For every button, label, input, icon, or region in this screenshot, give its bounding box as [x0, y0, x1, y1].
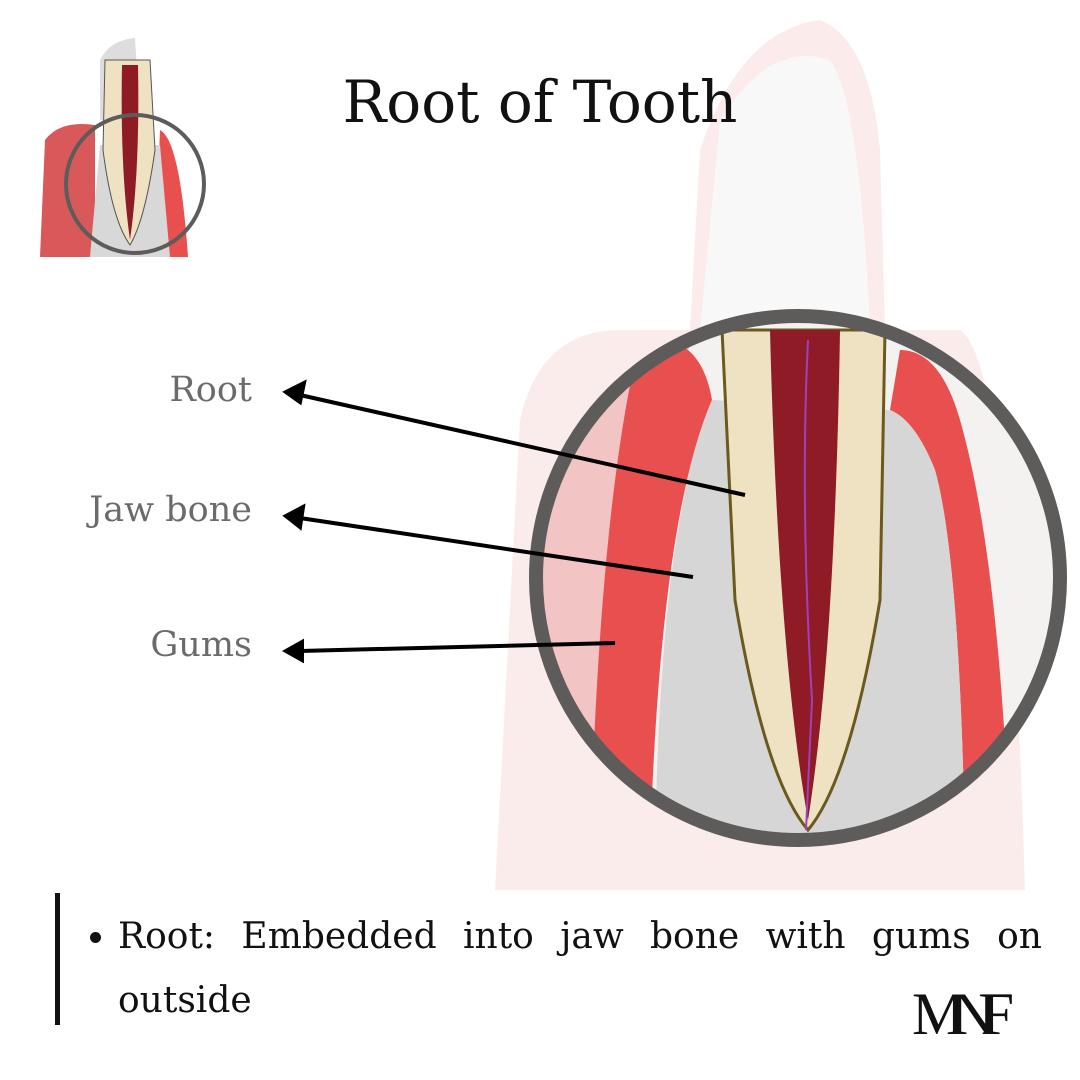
page-title: Root of Tooth: [342, 68, 738, 136]
root-arrow: [299, 393, 746, 497]
label-root: Root: [169, 370, 252, 410]
thumbnail-ring: [64, 113, 206, 255]
jaw-bone-arrowhead: [282, 503, 306, 531]
note-bullet: Root: Embedded into jaw bone with gums o…: [118, 905, 1042, 1033]
magnifier-ring: [529, 309, 1067, 847]
note-accent-bar: [55, 893, 60, 1025]
root-arrowhead: [282, 379, 307, 406]
brand-logo: MNF: [912, 981, 1014, 1047]
note: Root: Embedded into jaw bone with gums o…: [80, 905, 1042, 1033]
label-gums: Gums: [150, 625, 252, 665]
gums-arrow: [299, 641, 616, 653]
jaw-bone-arrow: [299, 516, 694, 579]
gums-arrowhead: [281, 638, 304, 664]
label-jaw-bone: Jaw bone: [89, 490, 252, 530]
label-arrows: [281, 379, 746, 664]
tooth-thumbnail: [40, 35, 190, 257]
zoomed-root-detail: [542, 322, 1054, 834]
